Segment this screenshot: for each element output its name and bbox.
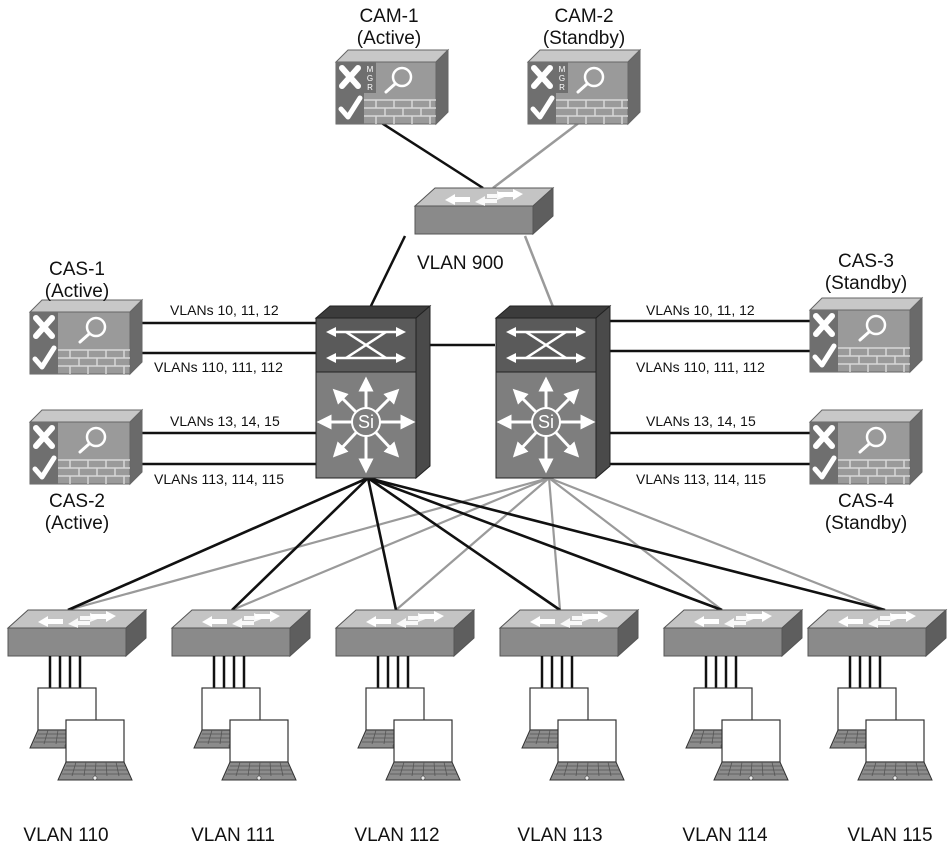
link-label-right-top-1: VLANs 10, 11, 12 xyxy=(646,302,755,318)
cam1-device: M G R xyxy=(336,50,448,124)
access-block-113 xyxy=(499,609,639,781)
link-label-left-top-1: VLANs 10, 11, 12 xyxy=(170,302,279,318)
laptop-icon xyxy=(713,719,789,781)
cas2-name: CAS-2 xyxy=(49,491,105,512)
dist-switch-1: Si xyxy=(316,306,430,478)
cas1-device xyxy=(30,300,142,374)
cam1-state: (Active) xyxy=(356,27,422,49)
link-label-right-bot-2: VLANs 113, 114, 115 xyxy=(636,471,766,487)
link-label-right-bot-1: VLANs 13, 14, 15 xyxy=(646,413,756,429)
cam2-link xyxy=(492,121,581,189)
laptop-icon xyxy=(549,719,625,781)
cas1-state: (Active) xyxy=(44,280,110,302)
access-vlan-label-113: VLAN 113 xyxy=(517,825,603,846)
access-block-111 xyxy=(171,609,311,781)
si-label: Si xyxy=(358,412,374,432)
cam1-label: CAM-1 (Active) xyxy=(357,6,421,50)
access-vlan-label-110: VLAN 110 xyxy=(23,825,109,846)
mgr-badge-g: G xyxy=(367,74,373,83)
cam1-link xyxy=(379,120,484,190)
access-links-standby xyxy=(67,476,886,612)
access-vlan-label-114: VLAN 114 xyxy=(682,825,768,846)
cas4-label: CAS-4 (Standby) xyxy=(825,491,907,535)
laptop-icon xyxy=(221,719,297,781)
access-vlan-label-112: VLAN 112 xyxy=(354,825,440,846)
mgr-badge-r: R xyxy=(559,83,565,92)
mgr-badge-m: M xyxy=(559,65,566,74)
cam2-name: CAM-2 xyxy=(554,6,614,27)
dist-switch-2: Si xyxy=(496,306,610,478)
cas4-state: (Standby) xyxy=(824,512,908,534)
cas2-device xyxy=(30,410,142,484)
si-label: Si xyxy=(538,412,554,432)
cas3-name: CAS-3 xyxy=(838,251,894,272)
access-block-112 xyxy=(335,609,475,781)
access-block-110 xyxy=(7,609,147,781)
access-vlan-label-115: VLAN 115 xyxy=(847,825,933,846)
laptop-icon xyxy=(857,719,933,781)
core-dist1-link xyxy=(366,235,407,313)
laptop-icon xyxy=(385,719,461,781)
mgr-badge-r: R xyxy=(367,83,373,92)
link-label-right-top-2: VLANs 110, 111, 112 xyxy=(636,359,765,375)
uplinks xyxy=(142,120,810,466)
vlan900-switch xyxy=(414,187,554,235)
link-label-left-bot-2: VLANs 113, 114, 115 xyxy=(154,471,284,487)
link-label-left-top-2: VLANs 110, 111, 112 xyxy=(154,359,283,375)
cas3-state: (Standby) xyxy=(824,272,908,294)
mgr-badge-g: G xyxy=(559,74,565,83)
access-links-active xyxy=(67,476,886,612)
cas4-name: CAS-4 xyxy=(838,491,894,512)
cas2-state: (Active) xyxy=(44,512,110,534)
access-vlan-label-111: VLAN 111 xyxy=(191,825,275,846)
cas2-label: CAS-2 (Active) xyxy=(45,491,109,535)
cas1-name: CAS-1 xyxy=(49,259,105,280)
link-label-left-bot-1: VLANs 13, 14, 15 xyxy=(170,413,280,429)
cam2-device: M G R xyxy=(528,50,640,124)
mgr-badge-m: M xyxy=(367,65,374,74)
access-block-114 xyxy=(663,609,803,781)
cas1-label: CAS-1 (Active) xyxy=(45,259,109,303)
cas3-device xyxy=(810,298,922,372)
cam2-label: CAM-2 (Standby) xyxy=(543,6,625,50)
core-dist2-link xyxy=(523,235,557,313)
core-vlan-label: VLAN 900 xyxy=(417,253,504,274)
cas4-device xyxy=(810,410,922,484)
cam1-name: CAM-1 xyxy=(359,6,419,27)
cam2-state: (Standby) xyxy=(542,27,626,49)
laptop-icon xyxy=(57,719,133,781)
access-block-115 xyxy=(807,609,947,781)
cas3-label: CAS-3 (Standby) xyxy=(825,251,907,295)
